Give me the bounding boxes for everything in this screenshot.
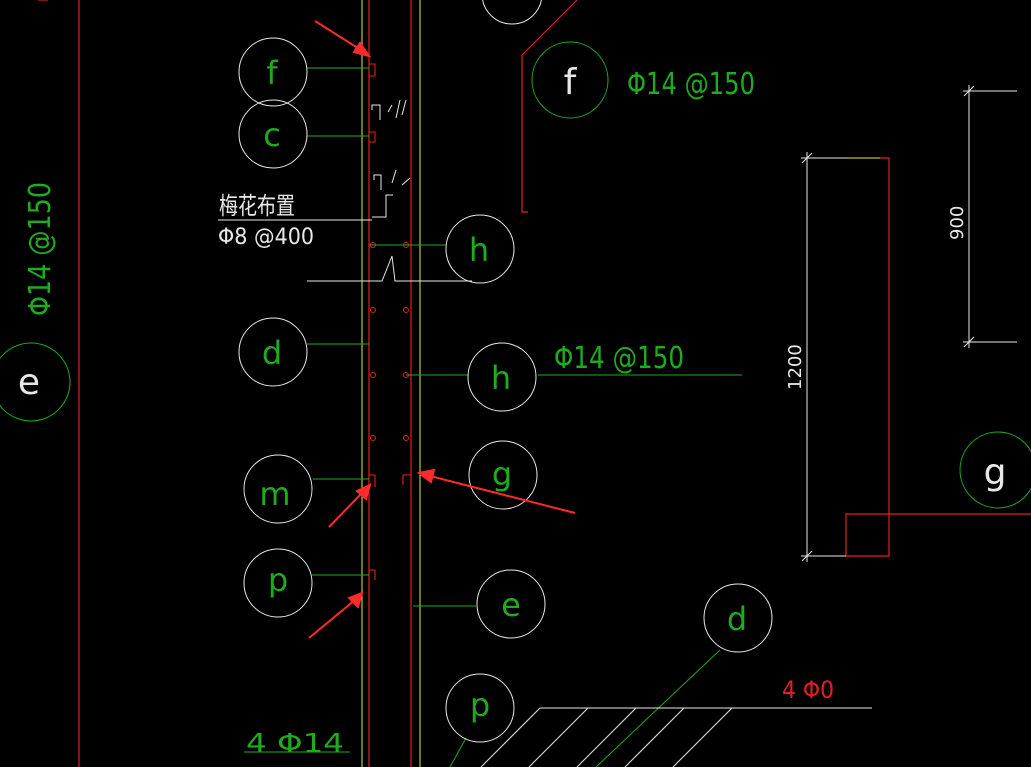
break-line <box>307 255 472 282</box>
dimension-1200: 1200 <box>785 344 806 390</box>
tag-h-lower: h <box>491 359 511 397</box>
arrow-lower-left <box>308 591 364 639</box>
bottom-hatch <box>480 707 872 767</box>
tag-letters: f c h d h m g p e d p <box>259 54 747 724</box>
tag-d-left: d <box>262 334 282 372</box>
dimension-900: 900 <box>947 206 968 240</box>
tag-e-mid: e <box>501 586 521 624</box>
tag-h-upper: h <box>469 231 489 269</box>
arrow-mid-right <box>416 468 576 514</box>
rebar-spec-h-lower: Φ14 @150 <box>554 341 684 376</box>
arrow-mid-left <box>328 483 372 528</box>
wall-section-lines <box>361 0 421 767</box>
quincunx-title: 梅花布置 <box>219 192 295 220</box>
tag-g-right: g <box>984 452 1007 493</box>
tag-f-right: f <box>564 62 578 103</box>
rebar-spec-vertical-left: Φ14 @150 <box>23 182 58 316</box>
tag-circles-green <box>0 41 1031 509</box>
markup-arrows <box>308 20 576 639</box>
bottom-right-bars: 4 Φ0 <box>782 676 834 704</box>
tag-c: c <box>263 116 281 154</box>
dimension-lines <box>801 85 1017 562</box>
bottom-left-bars: 4 Φ14 <box>246 729 344 759</box>
right-beam-lines <box>521 0 1031 557</box>
quincunx-spec: Φ8 @400 <box>218 225 314 250</box>
tag-p-lower: p <box>470 686 490 724</box>
tag-letters-white: f e g <box>18 62 1007 493</box>
tag-g-mid: g <box>492 455 512 493</box>
rebar-spec-f-right: Φ14 @150 <box>627 67 755 102</box>
tag-p-upper: p <box>268 561 288 599</box>
tag-m: m <box>259 475 290 513</box>
tag-circles-white <box>238 0 773 743</box>
arrow-top <box>314 20 372 58</box>
tag-f-left: f <box>266 54 278 92</box>
tag-e-left: e <box>18 362 40 403</box>
tag-d-right: d <box>727 600 747 638</box>
bar-hooks <box>369 63 411 580</box>
lap-splice-marks <box>371 99 411 218</box>
